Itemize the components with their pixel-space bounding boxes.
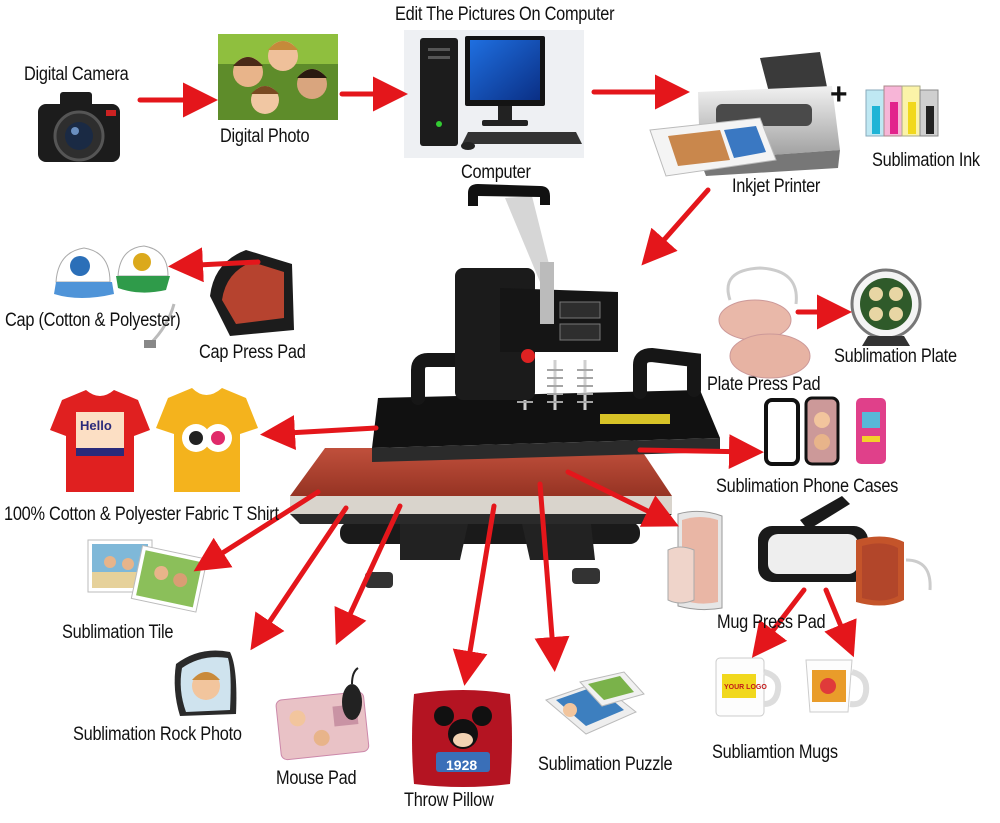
rock-photo-picture bbox=[174, 650, 237, 716]
label-sublimation-plate: Sublimation Plate bbox=[834, 346, 957, 367]
heat-press-machine-picture bbox=[290, 184, 720, 588]
label-throw-pillow: Throw Pillow bbox=[404, 790, 494, 811]
label-mouse-pad: Mouse Pad bbox=[276, 768, 357, 789]
plus-sign: + bbox=[830, 78, 848, 111]
label-computer: Computer bbox=[461, 162, 531, 183]
label-digital-photo: Digital Photo bbox=[220, 126, 310, 147]
label-phone-cases: Sublimation Phone Cases bbox=[716, 476, 899, 497]
inkjet-printer-picture bbox=[649, 52, 840, 177]
printer-photo-output bbox=[649, 117, 777, 177]
label-sublimation-mugs: Subliamtion Mugs bbox=[712, 742, 838, 763]
arrow-to-throw-pillow bbox=[452, 503, 497, 686]
label-t-shirt: 100% Cotton & Polyester Fabric T Shirt bbox=[4, 504, 279, 525]
throw-pillow-picture bbox=[412, 690, 512, 787]
plate-press-pad-picture bbox=[718, 266, 811, 379]
label-mug-press-pad: Mug Press Pad bbox=[717, 612, 826, 633]
label-sublimation-ink: Sublimation Ink bbox=[872, 150, 980, 171]
sublimation-tile-picture bbox=[87, 539, 208, 613]
sublimation-puzzle-picture bbox=[545, 671, 645, 735]
label-sublimation-puzzle: Sublimation Puzzle bbox=[538, 754, 673, 775]
label-rock-photo: Sublimation Rock Photo bbox=[73, 724, 242, 745]
flow-arrows bbox=[137, 74, 857, 686]
label-inkjet-printer: Inkjet Printer bbox=[732, 176, 821, 197]
label-edit-pictures: Edit The Pictures On Computer bbox=[395, 4, 615, 25]
arrow-mug-pad-to-mug-1 bbox=[751, 587, 807, 658]
shirt-print-text: Hello bbox=[80, 418, 112, 433]
arrow-mug-pad-to-mug-2 bbox=[823, 587, 857, 658]
arrow-to-rock-photo bbox=[250, 505, 349, 651]
digital-camera-picture bbox=[38, 92, 120, 162]
sublimation-plate-picture bbox=[850, 268, 922, 346]
sublimation-ink-picture bbox=[865, 85, 939, 137]
arrow-to-phone-cases bbox=[637, 434, 764, 470]
arrow-to-cap-press-pad bbox=[168, 247, 261, 283]
pillow-print-text: 1928 bbox=[446, 757, 477, 773]
arrow-to-tile bbox=[193, 489, 321, 572]
arrow-printer-to-press bbox=[641, 187, 711, 266]
digital-photo-picture bbox=[218, 34, 338, 120]
arrow-to-mug-press-pad bbox=[565, 469, 679, 527]
label-digital-camera: Digital Camera bbox=[24, 64, 129, 85]
sublimation-mugs-picture bbox=[715, 657, 870, 717]
phone-cases-picture bbox=[764, 396, 886, 466]
mouse-pad-picture bbox=[275, 667, 370, 761]
mug-press-pads-picture bbox=[667, 496, 932, 611]
t-shirts-picture bbox=[50, 388, 258, 492]
label-plate-press-pad: Plate Press Pad bbox=[707, 374, 821, 395]
arrow-to-mouse-pad bbox=[334, 503, 403, 646]
computer-picture bbox=[404, 30, 584, 158]
caps-picture bbox=[54, 245, 170, 298]
label-cap-press-pad: Cap Press Pad bbox=[199, 342, 306, 363]
arrow-to-t-shirt bbox=[260, 415, 379, 451]
cap-press-pad-picture bbox=[144, 250, 294, 348]
label-sublimation-tile: Sublimation Tile bbox=[62, 622, 174, 643]
label-cap: Cap (Cotton & Polyester) bbox=[5, 310, 181, 331]
arrow-to-puzzle bbox=[534, 481, 570, 672]
mug-print-text: YOUR LOGO bbox=[724, 684, 767, 691]
